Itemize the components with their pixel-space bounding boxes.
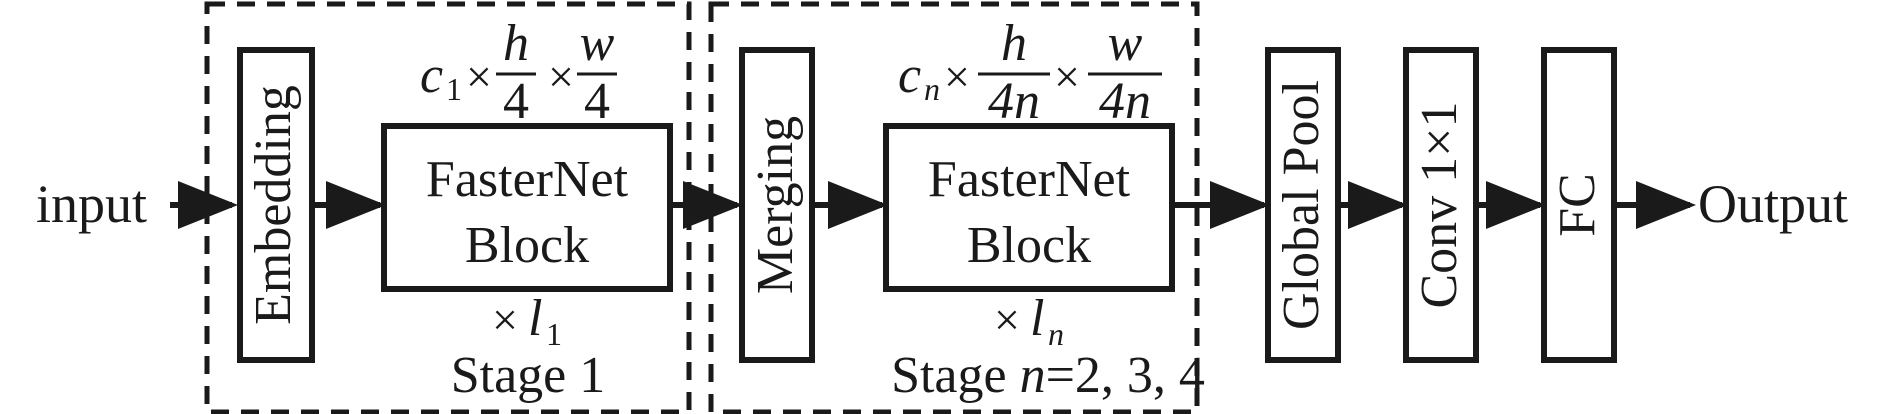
stage1-block-line2: Block: [465, 217, 589, 274]
stage-n-block-line1: FasterNet: [928, 151, 1131, 208]
svg-text:h: h: [1001, 15, 1027, 72]
svg-text:n: n: [1048, 316, 1064, 352]
stage-n-block-line2: Block: [967, 217, 1091, 274]
svg-text:l: l: [1030, 290, 1044, 347]
svg-text:×: ×: [1054, 51, 1080, 102]
input-label: input: [36, 174, 147, 234]
stage1-fasternet-block: [381, 123, 673, 292]
stage1-block-line1: FasterNet: [426, 151, 629, 208]
svg-text:4: 4: [503, 73, 529, 130]
conv-block: [1403, 47, 1479, 363]
global-pool-block: [1265, 47, 1341, 363]
svg-text:4: 4: [584, 73, 610, 130]
svg-text:×: ×: [466, 51, 492, 102]
svg-text:w: w: [580, 15, 615, 72]
svg-text:×: ×: [944, 51, 970, 102]
stage-n-dims-formula: c n × h 4n × w 4n: [898, 15, 1162, 130]
stage1-repeat-label: × l 1: [492, 290, 562, 352]
merging-block: [739, 47, 815, 363]
svg-text:w: w: [1108, 15, 1143, 72]
svg-text:l: l: [528, 290, 542, 347]
svg-text:c: c: [420, 47, 443, 104]
svg-text:1: 1: [446, 71, 462, 107]
conv-label: Conv 1×1: [1411, 101, 1468, 308]
svg-text:4n: 4n: [1099, 73, 1151, 130]
svg-text:×: ×: [492, 294, 518, 345]
svg-text:4n: 4n: [988, 73, 1040, 130]
fc-block: [1541, 47, 1617, 363]
merging-label: Merging: [747, 116, 804, 294]
svg-text:×: ×: [548, 51, 574, 102]
embedding-block: [237, 47, 315, 363]
stage1-label: Stage 1: [451, 347, 606, 404]
stage-n-repeat-label: × l n: [994, 290, 1064, 352]
fc-label: FC: [1549, 173, 1606, 237]
svg-text:n: n: [924, 71, 940, 107]
output-label: Output: [1698, 174, 1848, 234]
stage-n-fasternet-block: [883, 123, 1175, 292]
svg-text:c: c: [898, 47, 921, 104]
global-pool-label: Global Pool: [1273, 80, 1330, 330]
embedding-label: Embedding: [245, 85, 302, 325]
svg-text:h: h: [503, 15, 529, 72]
svg-text:1: 1: [546, 316, 562, 352]
stage-n-label: Stage n=2, 3, 4: [891, 347, 1205, 404]
stage1-dims-formula: c 1 × h 4 × w 4: [420, 15, 617, 130]
svg-text:×: ×: [994, 294, 1020, 345]
